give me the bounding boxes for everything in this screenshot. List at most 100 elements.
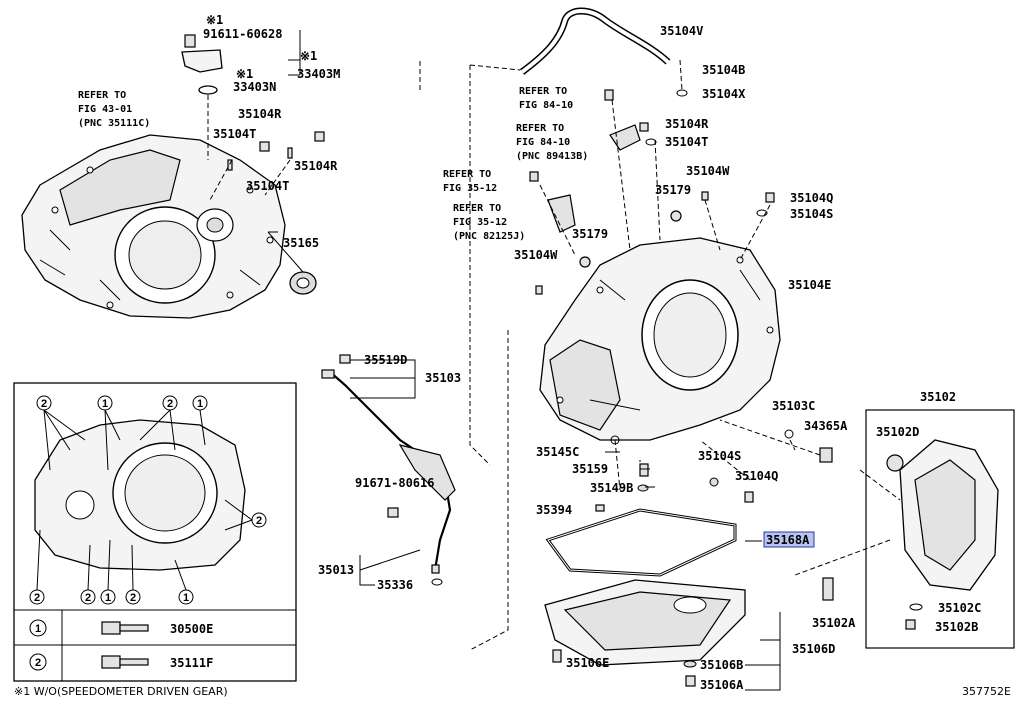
inset-callout-1-a: 1	[97, 395, 113, 411]
cover-group-frame	[865, 409, 1015, 649]
transaxle-housing-illustration	[21, 134, 286, 319]
label-mark-1c: ※1	[236, 67, 253, 81]
label-35104E: 35104E	[788, 278, 831, 292]
label-35106A: 35106A	[700, 678, 744, 692]
driven-gear-33403M	[181, 34, 223, 95]
note-refer-84a-line2: FIG 84-10	[519, 100, 573, 111]
label-35104B: 35104B	[702, 63, 745, 77]
label-35179-b: 35179	[572, 227, 608, 241]
label-33403M: 33403M	[297, 67, 340, 81]
highlight-35168A	[763, 531, 815, 548]
label-91611-60628: 91611-60628	[203, 27, 282, 41]
inset-callout-1-d: 1	[178, 589, 194, 605]
inset-callout-2-d: 2	[29, 589, 45, 605]
label-35336: 35336	[377, 578, 413, 592]
label-33403N: 33403N	[233, 80, 276, 94]
note-refer-35a-line1: REFER TO	[443, 169, 491, 180]
oil-pan-35106D	[544, 579, 746, 666]
svg-text:2: 2	[35, 657, 41, 669]
svg-text:2: 2	[34, 592, 40, 604]
note-refer-35a-line2: FIG 35-12	[443, 183, 497, 194]
note-refer-35b-line3: (PNC 82125J)	[453, 231, 525, 242]
label-35104W-a: 35104W	[686, 164, 730, 178]
label-35103: 35103	[425, 371, 461, 385]
pan-gasket-35168A	[545, 508, 737, 577]
transmission-case-illustration	[539, 237, 781, 441]
figure-id: 357752E	[962, 685, 1011, 698]
label-35102: 35102	[920, 390, 956, 404]
svg-text:1: 1	[105, 592, 111, 604]
inset-callout-2-e: 2	[80, 589, 96, 605]
svg-text:1: 1	[183, 592, 189, 604]
label-35165: 35165	[283, 236, 319, 250]
label-35106B: 35106B	[700, 658, 743, 672]
note-refer-43-line1: REFER TO	[78, 90, 126, 101]
bolt-location-inset: 2 1 2 1 2 2 2 1 2 1 1	[13, 382, 297, 682]
part-labels: ※1 91611-60628 ※1 33403M ※1 33403N REFER…	[14, 13, 1011, 698]
label-35179-a: 35179	[655, 183, 691, 197]
label-91671-80616: 91671-80616	[355, 476, 434, 490]
label-35104T-b: 35104T	[246, 179, 289, 193]
label-35104T-c: 35104T	[665, 135, 708, 149]
label-35102C: 35102C	[938, 601, 981, 615]
label-35102B: 35102B	[935, 620, 978, 634]
oil-seal-35165	[289, 271, 317, 295]
note-refer-35b-line2: FIG 35-12	[453, 217, 507, 228]
svg-text:2: 2	[85, 592, 91, 604]
label-35103C: 35103C	[772, 399, 815, 413]
dipstick-illustration	[321, 354, 456, 586]
label-35104S-b: 35104S	[698, 449, 741, 463]
svg-text:2: 2	[167, 398, 173, 410]
note-refer-84b-line3: (PNC 89413B)	[516, 151, 588, 162]
svg-text:2: 2	[256, 515, 262, 527]
label-35519D: 35519D	[364, 353, 407, 367]
label-35104R-a: 35104R	[238, 107, 282, 121]
leader-lines	[207, 30, 901, 691]
breather-tube-35104V	[519, 7, 671, 75]
label-35104R-b: 35104R	[294, 159, 338, 173]
label-35149B: 35149B	[590, 481, 633, 495]
inset-legend-row-2: 2 35111F	[29, 653, 213, 671]
inset-legend-row-1: 1 30500E	[29, 619, 213, 637]
label-35104T-a: 35104T	[213, 127, 256, 141]
label-35106E: 35106E	[566, 656, 609, 670]
svg-text:1: 1	[197, 398, 203, 410]
inset-callout-2-f: 2	[125, 589, 141, 605]
inset-callout-2-a: 2	[36, 395, 52, 411]
footnote: ※1 W/O(SPEEDOMETER DRIVEN GEAR)	[14, 685, 228, 698]
label-35145C: 35145C	[536, 445, 579, 459]
note-refer-84a-line1: REFER TO	[519, 86, 567, 97]
side-cover-35102	[886, 439, 999, 630]
label-mark-1a: ※1	[206, 13, 223, 27]
inset-callout-2-c: 2	[251, 512, 267, 528]
label-35104X: 35104X	[702, 87, 746, 101]
note-refer-84b-line2: FIG 84-10	[516, 137, 570, 148]
svg-text:1: 1	[102, 398, 108, 410]
label-35104Q-b: 35104Q	[735, 469, 778, 483]
note-refer-43-line2: FIG 43-01	[78, 104, 132, 115]
note-refer-84b-line1: REFER TO	[516, 123, 564, 134]
label-34365A: 34365A	[804, 419, 848, 433]
svg-text:1: 1	[35, 623, 41, 635]
inset-callout-2-b: 2	[162, 395, 178, 411]
label-35106D: 35106D	[792, 642, 835, 656]
speed-sensor-parts	[529, 89, 775, 295]
label-35168A: 35168A	[766, 533, 810, 547]
label-35104Q-a: 35104Q	[790, 191, 833, 205]
legend-part-35111F: 35111F	[170, 656, 213, 670]
bolts-35104R	[227, 131, 325, 171]
label-35104W-b: 35104W	[514, 248, 558, 262]
label-35013: 35013	[318, 563, 354, 577]
note-refer-35b-line1: REFER TO	[453, 203, 501, 214]
label-35102D: 35102D	[876, 425, 919, 439]
inset-callout-1-b: 1	[192, 395, 208, 411]
label-35104V: 35104V	[660, 24, 703, 38]
label-35159: 35159	[572, 462, 608, 476]
legend-part-30500E: 30500E	[170, 622, 213, 636]
drain-plug-35106E	[552, 649, 562, 663]
label-35104S-a: 35104S	[790, 207, 833, 221]
svg-text:2: 2	[130, 592, 136, 604]
label-35394: 35394	[536, 503, 572, 517]
